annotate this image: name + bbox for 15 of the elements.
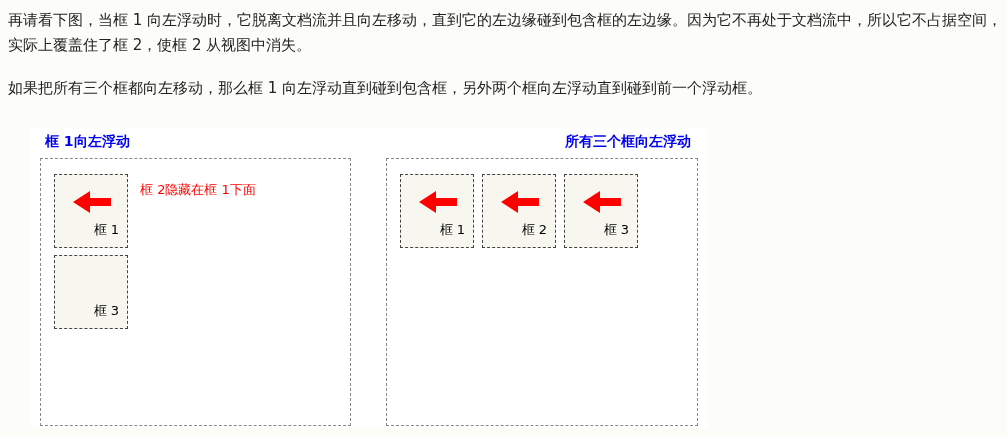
box-label: 框 2	[521, 221, 547, 239]
paragraph: 如果把所有三个框都向左移动，那么框 1 向左浮动直到碰到包含框，另外两个框向左浮动直到碰到前一个浮动框。	[8, 78, 764, 99]
box-label: 框 3	[93, 302, 119, 320]
box-label: 框 1	[93, 221, 119, 239]
container-heading: 框 1向左浮动	[45, 133, 130, 151]
note-text: 框 2隐藏在框 1下面	[140, 181, 256, 199]
float-box	[400, 174, 474, 248]
paragraph: 再请看下图，当框 1 向左浮动时，它脱离文档流并且向左移动，直到它的左边缘碰到包含框的左边缘。因为它不再处于文档流中，所以它不占据空间，实际上覆盖住了框 2，使框 2 从视图中消失。	[8, 10, 1004, 56]
float-box	[54, 174, 128, 248]
float-box	[564, 174, 638, 248]
box-label: 框 3	[603, 221, 629, 239]
float-box	[54, 255, 128, 329]
container-heading: 所有三个框向左浮动	[565, 133, 691, 151]
float-box	[482, 174, 556, 248]
box-label: 框 1	[439, 221, 465, 239]
